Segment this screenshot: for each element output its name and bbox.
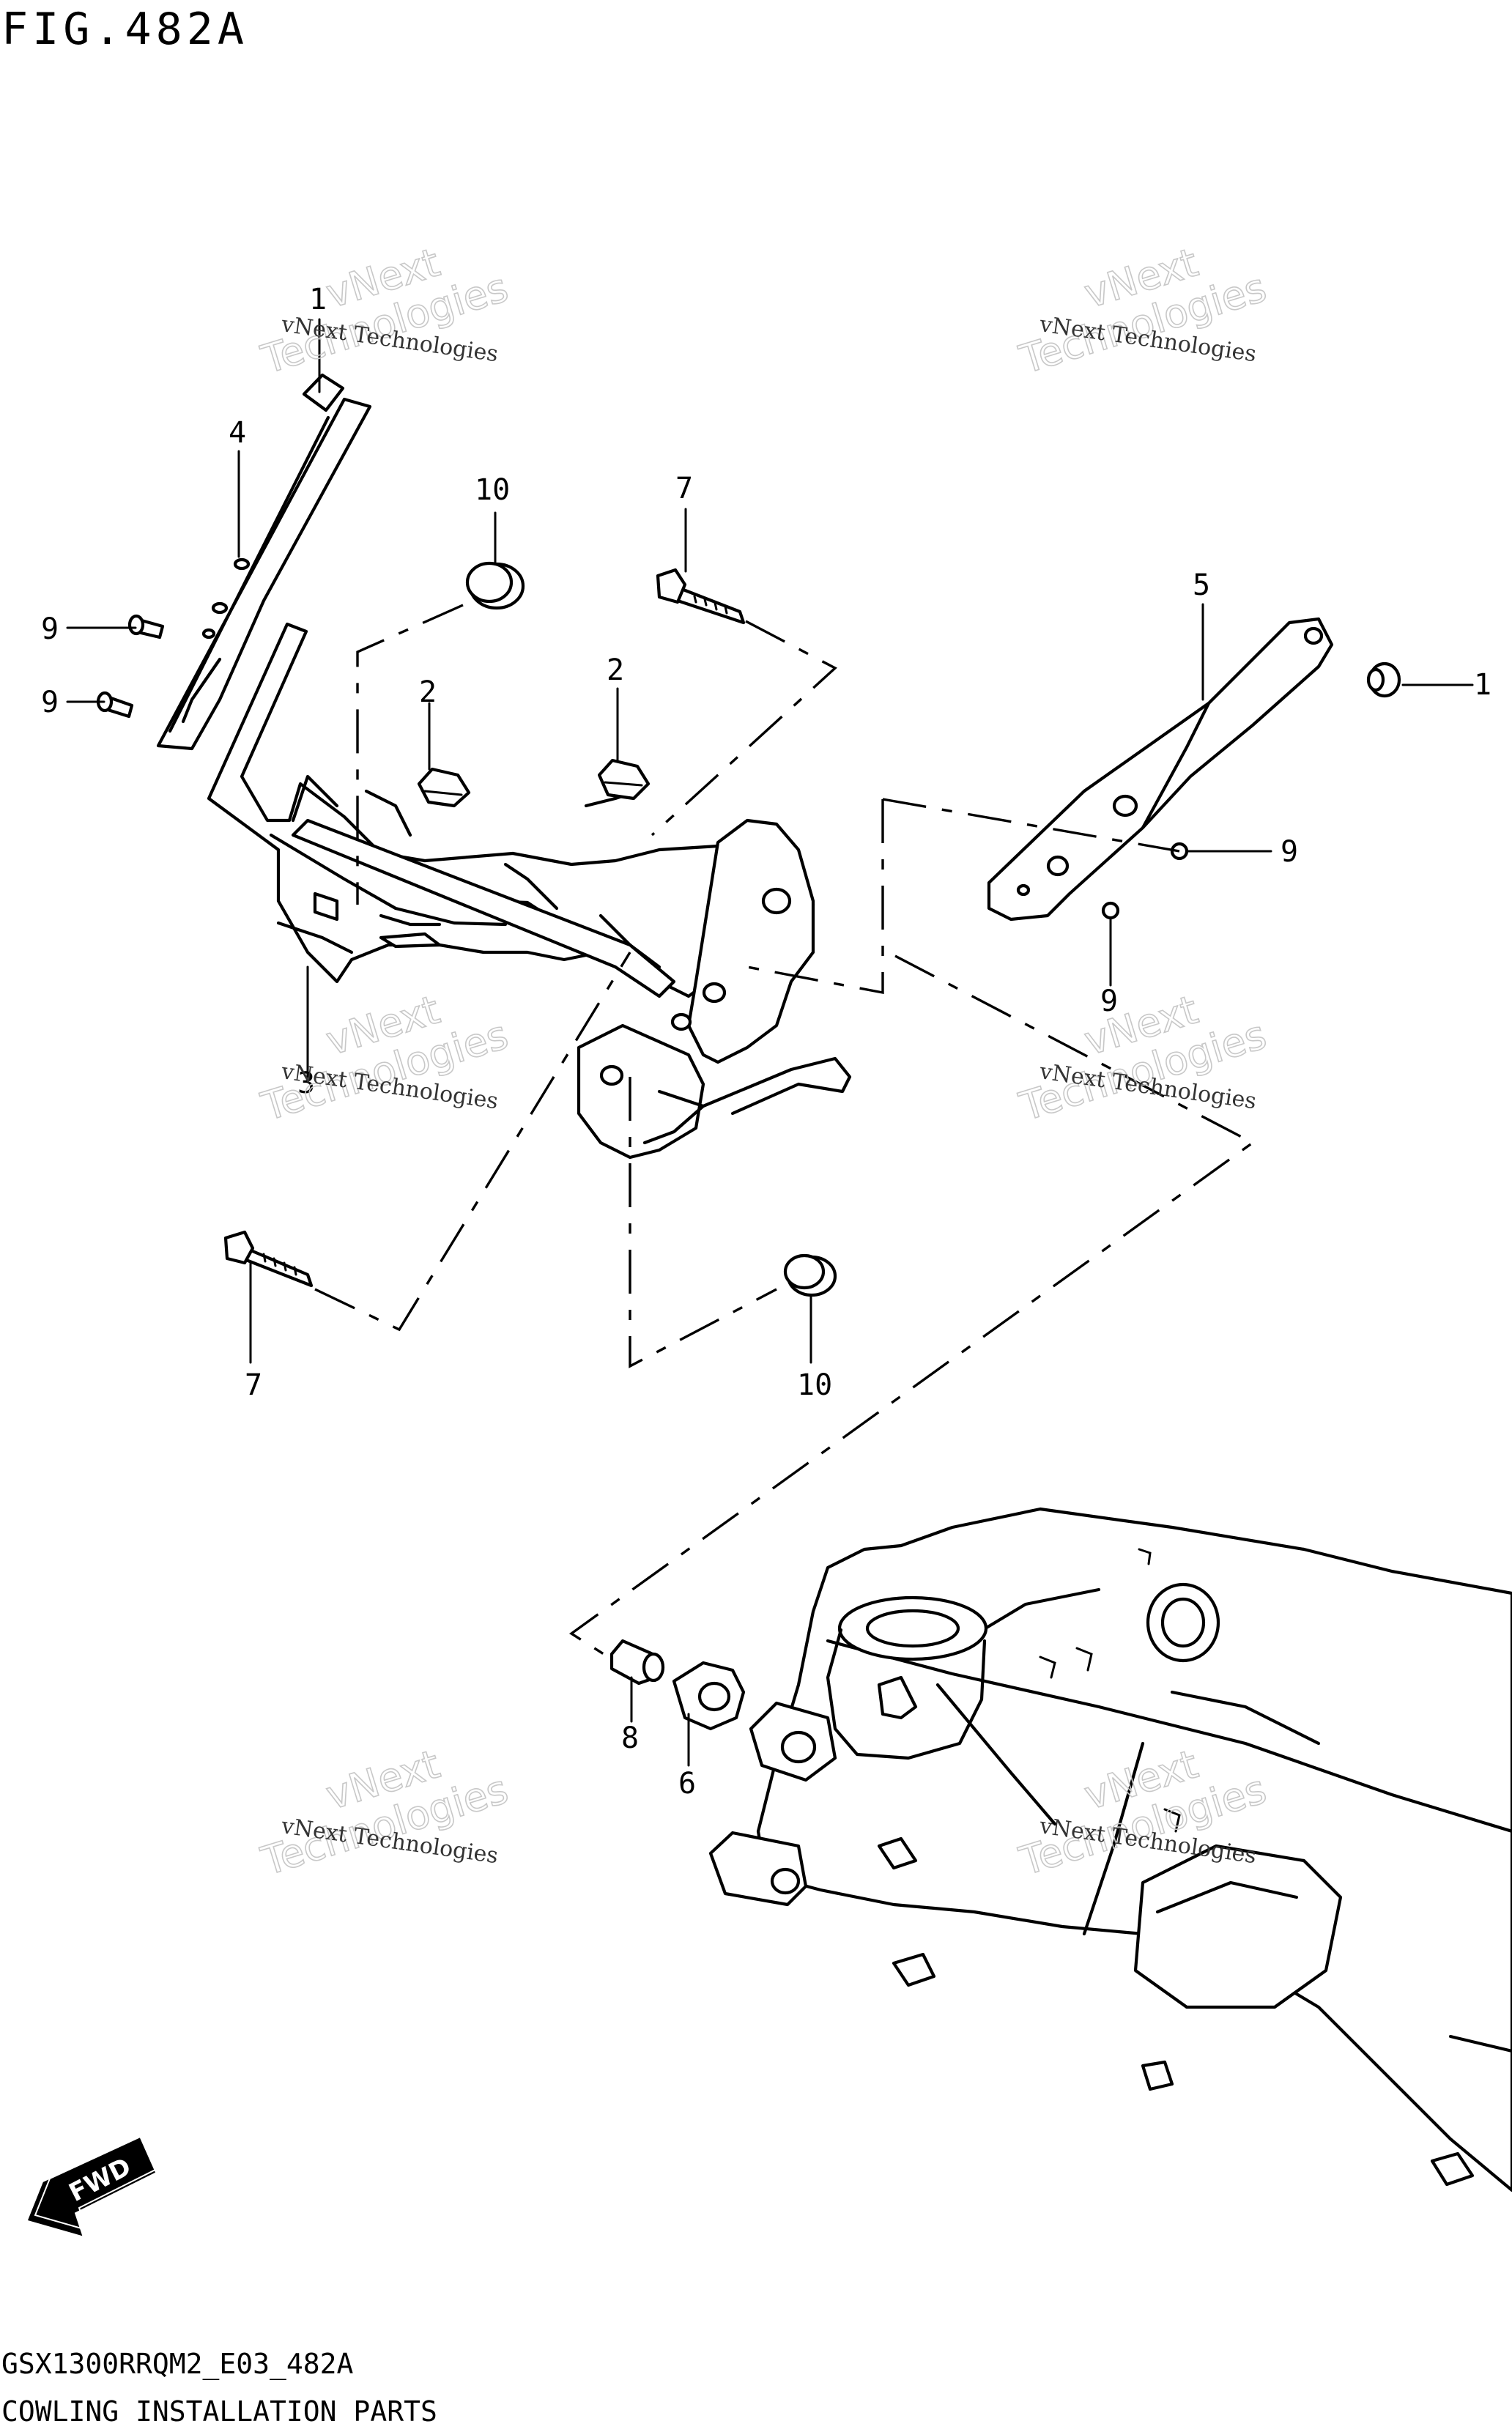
part-10-plug-bottom: [783, 1253, 837, 1297]
callout-7-bottom: 7: [245, 1368, 262, 1402]
part-9-screw-left-lower: [96, 691, 134, 719]
part-2-grommet-left: [417, 767, 471, 808]
watermark-top-left: Technologies vNext vNext Technologies: [256, 239, 514, 384]
part-4-bracket: [156, 397, 372, 751]
callout-5: 5: [1193, 568, 1210, 602]
callout-9-bottom: 9: [1100, 985, 1118, 1018]
part-9-screw-left-upper: [127, 614, 165, 639]
callout-2-right: 2: [607, 653, 624, 687]
part-10-plug-top: [465, 561, 525, 610]
figure-title: FIG.482A: [1, 4, 248, 55]
part-7-bolt-upper: [656, 568, 746, 625]
callout-7-top: 7: [675, 472, 693, 505]
callout-9-right: 9: [1281, 835, 1298, 869]
callout-10-top: 10: [475, 473, 510, 507]
part-9-screw-bottom: [1101, 901, 1120, 920]
part-1-clip-top: [302, 373, 345, 412]
frame-assembly: [756, 1507, 1512, 2192]
figure-code: GSX1300RRQM2_E03_482A: [1, 2348, 354, 2381]
callout-10-bottom: 10: [797, 1368, 832, 1402]
leader-lines: [66, 318, 1474, 1767]
callout-9-left-lower: 9: [41, 686, 59, 719]
callout-4: 4: [229, 416, 246, 450]
part-2-grommet-right: [597, 758, 651, 801]
callout-6: 6: [678, 1767, 696, 1801]
frame-block-upper: [749, 1701, 837, 1782]
callout-1-right: 1: [1474, 668, 1491, 702]
watermark-mid-left: Technologies vNext vNext Technologies: [256, 986, 514, 1131]
part-5-side-bracket: [987, 617, 1334, 922]
fwd-arrow-icon: FWD: [27, 2133, 161, 2236]
part-1-clip-right: [1366, 661, 1401, 698]
part-7-bolt-lower: [223, 1230, 314, 1288]
connection-lines: [314, 604, 1256, 1661]
callout-9-left-upper: 9: [41, 612, 59, 646]
frame-block-lower: [708, 1831, 808, 1907]
watermark-bottom-left: Technologies vNext vNext Technologies: [256, 1740, 514, 1886]
callout-3: 3: [297, 1067, 315, 1100]
part-8-collar: [609, 1639, 665, 1686]
part-6-cushion: [672, 1661, 746, 1731]
part-3-main-bracket: [207, 622, 852, 1160]
watermark-top-right: Technologies vNext vNext Technologies: [1014, 239, 1272, 384]
callouts: 1 1 2 2 3 4 5 6 7 7 8 9 9 9 9 10 10: [41, 283, 1491, 1801]
figure-caption: COWLING INSTALLATION PARTS: [1, 2395, 437, 2428]
callout-8: 8: [621, 1721, 639, 1755]
watermark-mid-right: Technologies vNext vNext Technologies: [1014, 986, 1272, 1131]
callout-1-top: 1: [309, 283, 327, 316]
callout-2-left: 2: [419, 675, 437, 709]
